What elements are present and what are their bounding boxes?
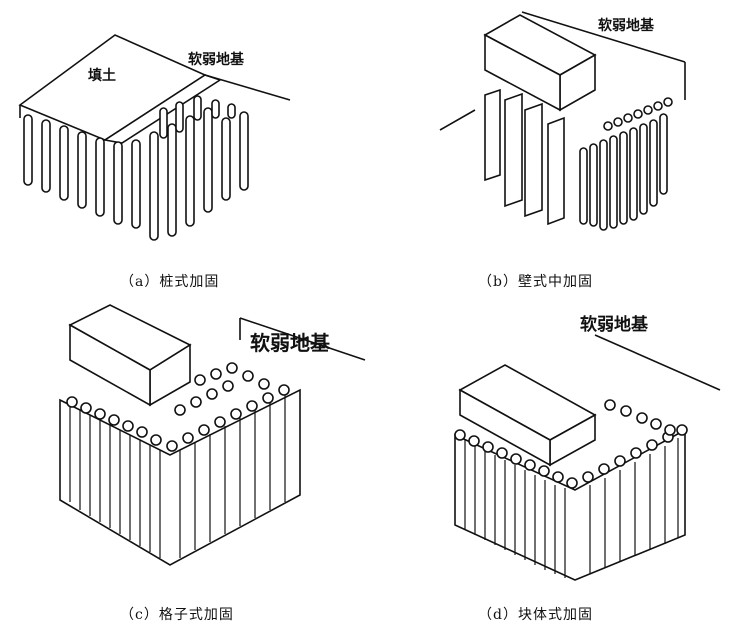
soft-ground-label-a: 软弱地基 [188, 51, 245, 68]
panel-a: 填土 软弱地基 [0, 0, 375, 260]
wall-panel [484, 88, 501, 182]
grid-reinforcement-illustration: 软弱地基 [59, 304, 366, 566]
panel-d: 软弱地基 [430, 290, 751, 590]
caption-a: （a）桩式加固 [120, 274, 220, 290]
caption-c: （c）格子式加固 [120, 607, 234, 623]
panel-b: 软弱地基 [430, 0, 751, 260]
fill-soil-label: 填土 [88, 67, 116, 84]
soft-ground-label-d: 软弱地基 [580, 314, 649, 335]
wall-reinforcement-illustration: 软弱地基 [439, 11, 686, 231]
soft-ground-label-b: 软弱地基 [598, 17, 655, 34]
panel-c: 软弱地基 [0, 290, 375, 590]
soft-ground-label-c: 软弱地基 [250, 331, 331, 355]
block-reinforcement-illustration: 软弱地基 [454, 314, 721, 581]
caption-d: （d）块体式加固 [478, 607, 593, 623]
caption-b: （b）壁式中加固 [478, 274, 593, 290]
pile-reinforcement-illustration: 填土 软弱地基 [18, 34, 291, 241]
